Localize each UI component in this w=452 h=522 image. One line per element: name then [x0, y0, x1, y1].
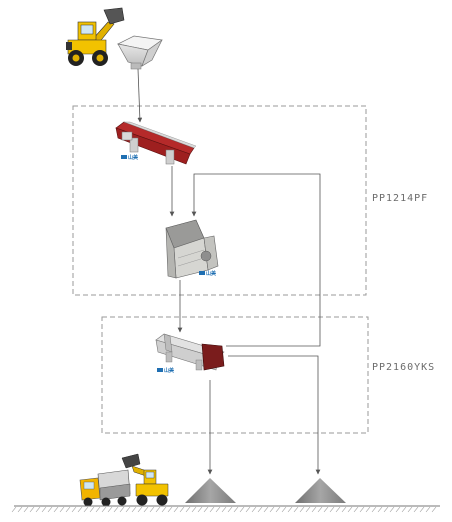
ground-hatch-mark [209, 506, 215, 513]
ground-hatch-mark [203, 506, 209, 513]
flow-hopper-to-feeder [137, 68, 143, 123]
ground-hatch-mark [305, 506, 311, 513]
ground-hatch-mark [137, 506, 143, 513]
ground-hatch-mark [227, 506, 233, 513]
ground-hatch-mark [125, 506, 131, 513]
ground-hatch-mark [65, 506, 71, 513]
ground-hatch-mark [311, 506, 317, 513]
crusher-brand-logo: 山美 [199, 270, 217, 277]
stage2-dashed-box [101, 316, 369, 434]
ground-hatch-mark [251, 506, 257, 513]
feeder-brand-logo: 山美 [121, 154, 139, 161]
ground-hatch-mark [167, 506, 173, 513]
ground-hatch-mark [89, 506, 95, 513]
ground-hatch-mark [155, 506, 161, 513]
ground-hatch-mark [275, 506, 281, 513]
ground-hatch-mark [407, 506, 413, 513]
ground-hatch-mark [197, 506, 203, 513]
vibrating-screen-icon [155, 333, 225, 371]
ground-hatch-mark [59, 506, 65, 513]
ground-hatch-mark [389, 506, 395, 513]
ground-hatch-mark [161, 506, 167, 513]
ground-hatch-mark [353, 506, 359, 513]
ground-hatch-mark [245, 506, 251, 513]
ground-hatch-mark [299, 506, 305, 513]
ground-hatch-mark [191, 506, 197, 513]
ground-hatch-mark [35, 506, 41, 513]
stage2-model-label: PP2160YKS [372, 362, 435, 373]
ground-hatch-mark [107, 506, 113, 513]
stockpile-1-icon [185, 478, 236, 503]
ground-hatch-mark [269, 506, 275, 513]
ground-hatch-mark [425, 506, 431, 513]
ground-hatch-mark [41, 506, 47, 513]
ground-hatch-mark [221, 506, 227, 513]
ground-hatch-mark [53, 506, 59, 513]
ground-hatch-mark [287, 506, 293, 513]
flow-lines [137, 68, 321, 475]
ground-hatch-mark [395, 506, 401, 513]
feed-hopper-icon [116, 35, 163, 70]
ground-hatch-mark [17, 506, 23, 513]
ground-hatch-mark [23, 506, 29, 513]
ground-hatch-mark [29, 506, 35, 513]
ground-hatch-mark [77, 506, 83, 513]
ground-hatch-mark [257, 506, 263, 513]
bottom-wheel-loader-icon [121, 453, 169, 506]
ground-hatch-mark [347, 506, 353, 513]
ground-hatch-mark [101, 506, 107, 513]
ground-hatch-mark [419, 506, 425, 513]
ground-hatch-mark [359, 506, 365, 513]
ground-hatch-mark [263, 506, 269, 513]
dump-truck-icon [79, 469, 131, 507]
ground-hatch-mark [149, 506, 155, 513]
ground-hatch-mark [83, 506, 89, 513]
ground-hatch-mark [47, 506, 53, 513]
ground-hatch-mark [95, 506, 101, 513]
ground-hatch-mark [377, 506, 383, 513]
svg-text:山美: 山美 [206, 270, 217, 277]
ground-hatch-mark [383, 506, 389, 513]
ground-hatch-mark [323, 506, 329, 513]
top-wheel-loader-icon [66, 7, 125, 66]
impact-crusher-icon [165, 219, 219, 279]
ground-hatch-mark [119, 506, 125, 513]
screen-brand-logo: 山美 [157, 367, 175, 374]
ground-hatch-mark [365, 506, 371, 513]
ground-hatch-mark [335, 506, 341, 513]
ground-hatch-mark [371, 506, 377, 513]
stage1-model-label: PP1214PF [372, 193, 428, 204]
ground-hatch-mark [293, 506, 299, 513]
ground-hatch-mark [413, 506, 419, 513]
ground-hatch-mark [317, 506, 323, 513]
flow-screen-to-pile2 [228, 355, 321, 475]
ground-hatch-mark [233, 506, 239, 513]
ground-hatch-mark [239, 506, 245, 513]
ground-hatch-mark [113, 506, 119, 513]
ground-hatch-mark [329, 506, 335, 513]
ground-hatch-mark [143, 506, 149, 513]
ground-hatch-mark [179, 506, 185, 513]
flow-return-loop [191, 173, 321, 347]
ground-hatch-mark [281, 506, 287, 513]
ground-hatch-mark [173, 506, 179, 513]
ground-hatch-mark [341, 506, 347, 513]
ground-hatch-mark [185, 506, 191, 513]
stage1-dashed-box [72, 105, 367, 296]
ground-hatch-mark [11, 506, 17, 513]
vibrating-feeder-icon [115, 121, 197, 165]
svg-text:山美: 山美 [164, 367, 175, 374]
ground-hatch-mark [431, 506, 437, 513]
ground-hatch-mark [131, 506, 137, 513]
ground-line [11, 505, 440, 513]
ground-hatch-mark [215, 506, 221, 513]
ground-hatch-mark [71, 506, 77, 513]
stockpile-2-icon [295, 478, 346, 503]
svg-text:山美: 山美 [128, 154, 139, 161]
ground-hatch-mark [401, 506, 407, 513]
